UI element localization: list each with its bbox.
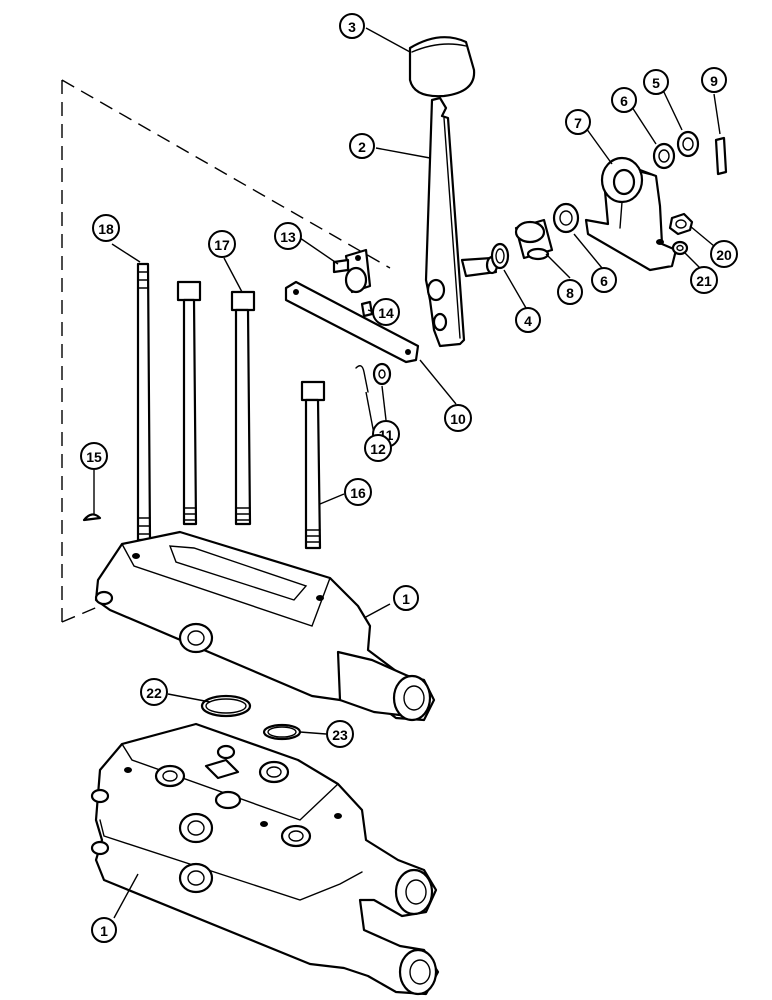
svg-text:23: 23 [332,727,348,743]
callout-1-lower: 1 [91,917,117,943]
lockwasher-21 [671,240,689,256]
spring-pin-14 [360,300,374,318]
o-ring-22 [200,694,252,718]
stud-18 [136,262,152,542]
svg-text:12: 12 [370,441,386,457]
svg-text:6: 6 [620,93,628,109]
callout-3: 3 [339,13,365,39]
svg-text:22: 22 [146,685,162,701]
callout-15: 15 [80,442,108,470]
bolt-16 [300,380,326,550]
bolt-17 [230,290,256,526]
key-15 [82,513,102,522]
washer-5 [676,130,700,158]
svg-text:6: 6 [600,273,608,289]
cotter-pin-12 [355,365,369,393]
callout-9: 9 [701,67,727,93]
callout-13: 13 [274,222,302,250]
svg-text:18: 18 [98,221,114,237]
callout-23: 23 [326,720,354,748]
callout-12: 12 [364,434,392,462]
svg-text:3: 3 [348,19,356,35]
svg-text:9: 9 [710,73,718,89]
nut-20 [668,212,694,236]
bushing-8 [514,218,554,261]
svg-text:15: 15 [86,449,102,465]
svg-text:1: 1 [402,591,410,607]
callout-6-lower: 6 [591,267,617,293]
callout-21: 21 [690,266,718,294]
callout-2: 2 [349,133,375,159]
valve-body-upper [94,530,436,722]
callout-22: 22 [140,678,168,706]
bar-10 [284,280,420,364]
callout-16: 16 [344,478,372,506]
svg-text:21: 21 [696,273,712,289]
callout-7: 7 [565,109,591,135]
washer-6-lower [552,202,580,234]
callout-14: 14 [372,298,400,326]
callout-20: 20 [710,240,738,268]
svg-text:5: 5 [652,75,660,91]
bracket [584,156,678,272]
svg-text:13: 13 [280,229,296,245]
washer-6-upper [652,142,676,170]
link-13 [332,248,372,294]
leader-lines [93,27,721,919]
callout-18: 18 [92,214,120,242]
dashed-guide [61,79,391,623]
knob [408,36,476,98]
svg-text:10: 10 [450,411,466,427]
svg-text:4: 4 [524,313,532,329]
callout-10: 10 [444,404,472,432]
callout-4: 4 [515,307,541,333]
svg-text:7: 7 [574,115,582,131]
washer-11 [372,362,392,386]
valve-body-lower [90,722,440,996]
svg-text:14: 14 [378,305,394,321]
svg-text:20: 20 [716,247,732,263]
callout-5: 5 [643,69,669,95]
callout-17: 17 [208,230,236,258]
callout-8: 8 [557,279,583,305]
callout-6-upper: 6 [611,87,637,113]
washer-4 [490,242,510,270]
pin-9 [714,136,728,176]
callout-1-upper: 1 [393,585,419,611]
o-ring-23 [262,723,302,741]
svg-text:16: 16 [350,485,366,501]
svg-text:1: 1 [100,923,108,939]
svg-text:2: 2 [358,139,366,155]
svg-text:8: 8 [566,285,574,301]
bolt-1 [176,280,202,526]
lever [424,96,499,348]
svg-text:17: 17 [214,237,230,253]
